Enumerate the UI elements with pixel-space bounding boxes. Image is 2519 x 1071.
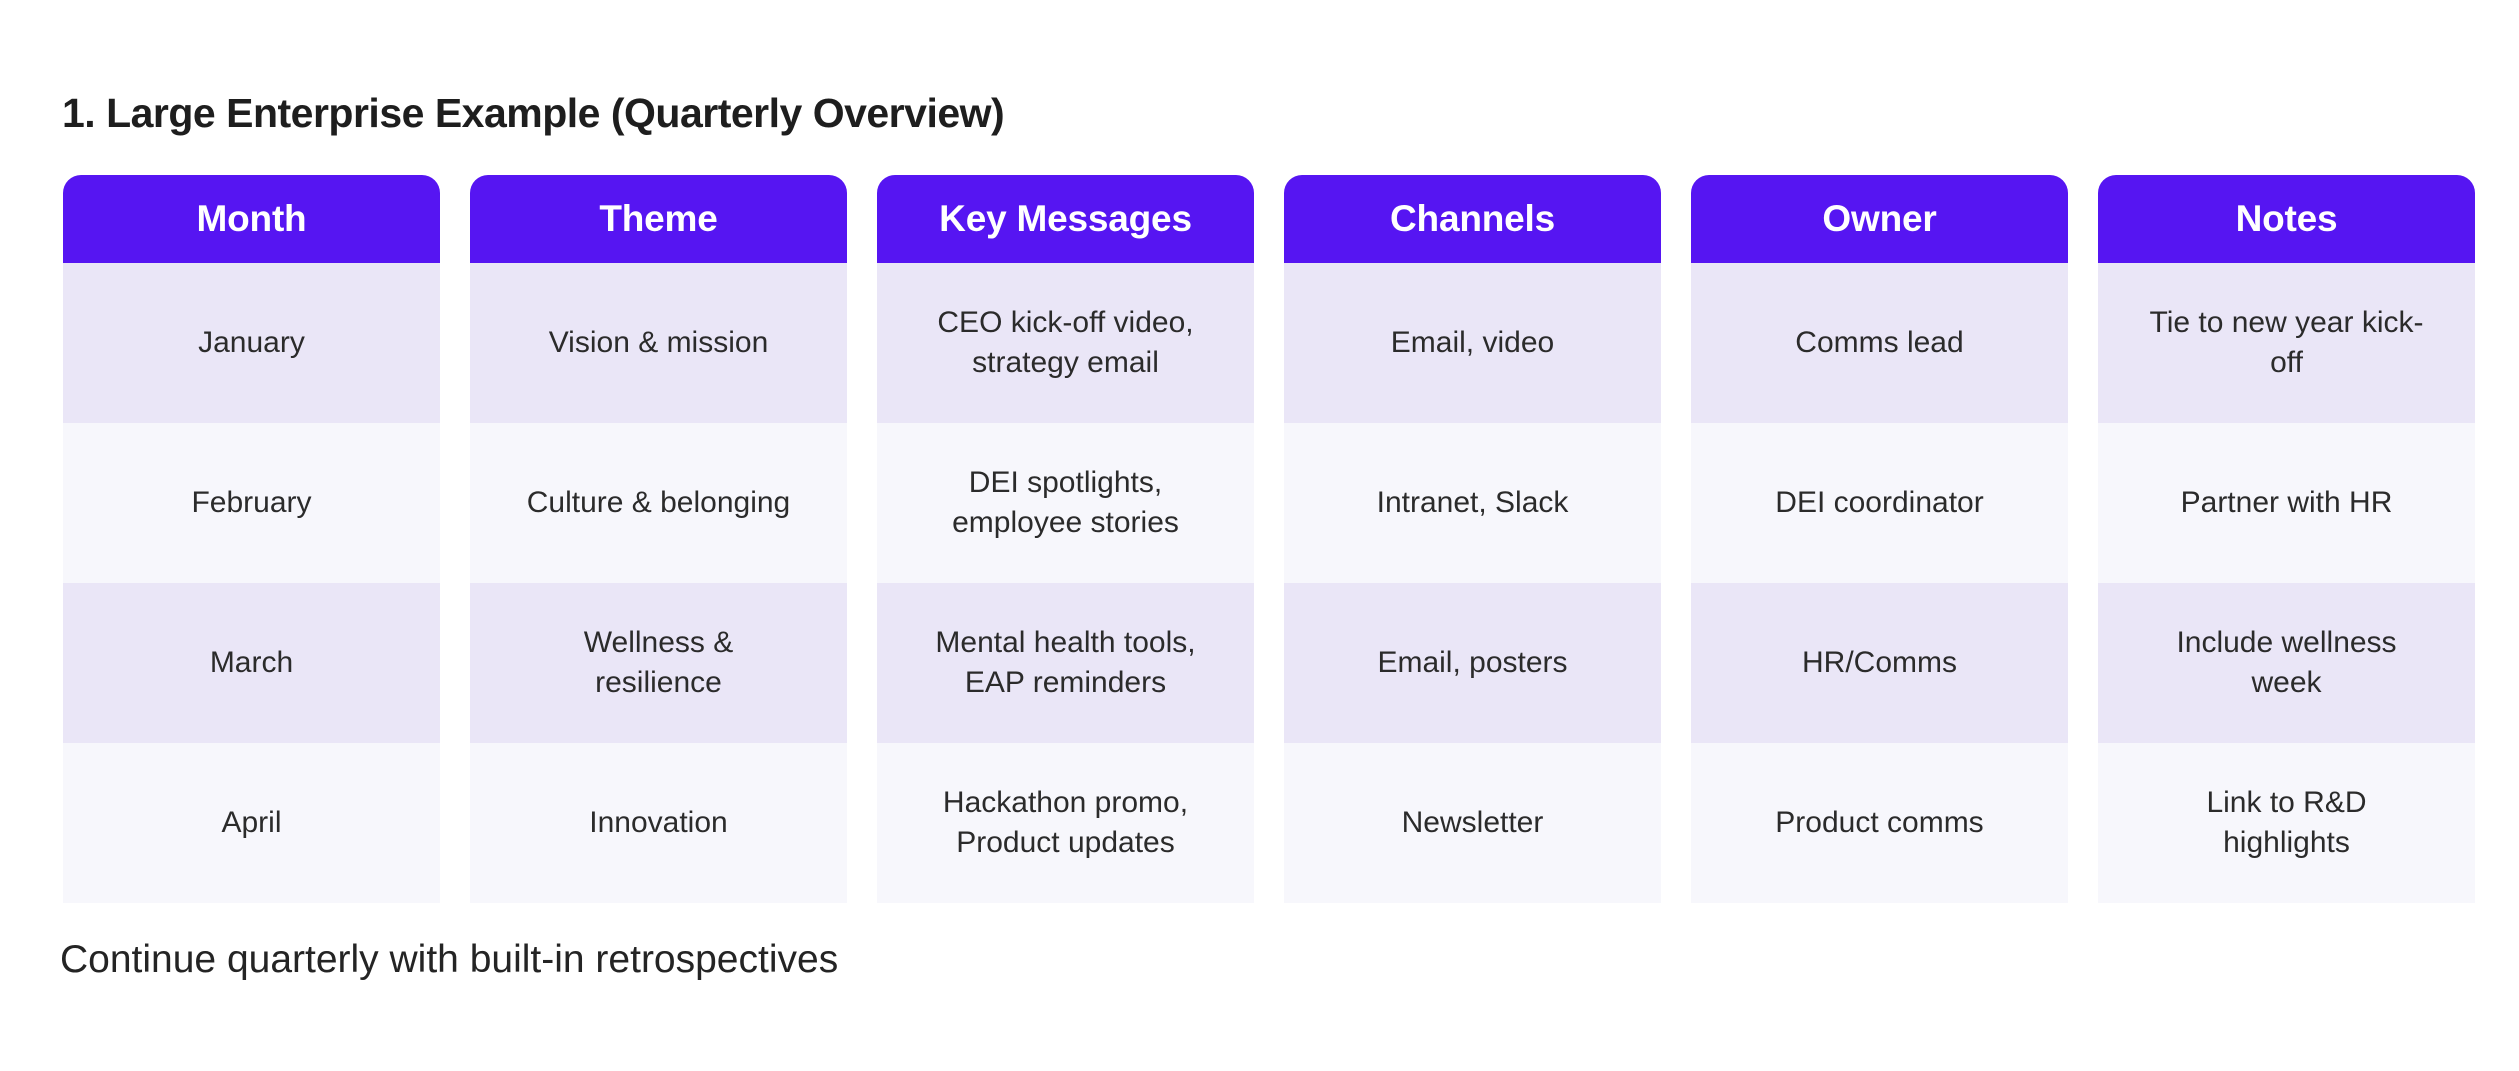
- table-cell-channels-january: Email, video: [1284, 263, 1661, 423]
- table-column-month: Month January February March April: [63, 175, 440, 903]
- column-header-key-messages: Key Messages: [877, 175, 1254, 263]
- footer-note: Continue quarterly with built-in retrosp…: [60, 938, 839, 981]
- table-column-theme: Theme Vision & mission Culture & belongi…: [470, 175, 847, 903]
- table-cell-owner-march: HR/Comms: [1691, 583, 2068, 743]
- table-cell-theme-march: Wellness & resilience: [470, 583, 847, 743]
- table-column-notes: Notes Tie to new year kick-off Partner w…: [2098, 175, 2475, 903]
- table-cell-month-april: April: [63, 743, 440, 903]
- table-column-key-messages: Key Messages CEO kick-off video, strateg…: [877, 175, 1254, 903]
- column-header-theme: Theme: [470, 175, 847, 263]
- table-cell-theme-february: Culture & belonging: [470, 423, 847, 583]
- table-cell-owner-january: Comms lead: [1691, 263, 2068, 423]
- page-title: 1. Large Enterprise Example (Quarterly O…: [62, 90, 1005, 136]
- table-cell-theme-april: Innovation: [470, 743, 847, 903]
- table-cell-key-messages-february: DEI spotlights, employee stories: [877, 423, 1254, 583]
- column-header-month: Month: [63, 175, 440, 263]
- table-cell-key-messages-march: Mental health tools, EAP reminders: [877, 583, 1254, 743]
- table-cell-channels-february: Intranet, Slack: [1284, 423, 1661, 583]
- table-cell-channels-march: Email, posters: [1284, 583, 1661, 743]
- table-cell-notes-january: Tie to new year kick-off: [2098, 263, 2475, 423]
- table-cell-key-messages-april: Hackathon promo, Product updates: [877, 743, 1254, 903]
- table-cell-key-messages-january: CEO kick-off video, strategy email: [877, 263, 1254, 423]
- quarterly-overview-table: Month January February March April Theme…: [63, 175, 2475, 903]
- column-header-notes: Notes: [2098, 175, 2475, 263]
- table-cell-owner-february: DEI coordinator: [1691, 423, 2068, 583]
- column-header-owner: Owner: [1691, 175, 2068, 263]
- table-cell-owner-april: Product comms: [1691, 743, 2068, 903]
- table-cell-theme-january: Vision & mission: [470, 263, 847, 423]
- table-column-owner: Owner Comms lead DEI coordinator HR/Comm…: [1691, 175, 2068, 903]
- column-header-channels: Channels: [1284, 175, 1661, 263]
- table-cell-month-january: January: [63, 263, 440, 423]
- table-column-channels: Channels Email, video Intranet, Slack Em…: [1284, 175, 1661, 903]
- table-cell-channels-april: Newsletter: [1284, 743, 1661, 903]
- table-cell-month-february: February: [63, 423, 440, 583]
- table-cell-month-march: March: [63, 583, 440, 743]
- table-cell-notes-april: Link to R&D highlights: [2098, 743, 2475, 903]
- table-cell-notes-march: Include wellness week: [2098, 583, 2475, 743]
- table-cell-notes-february: Partner with HR: [2098, 423, 2475, 583]
